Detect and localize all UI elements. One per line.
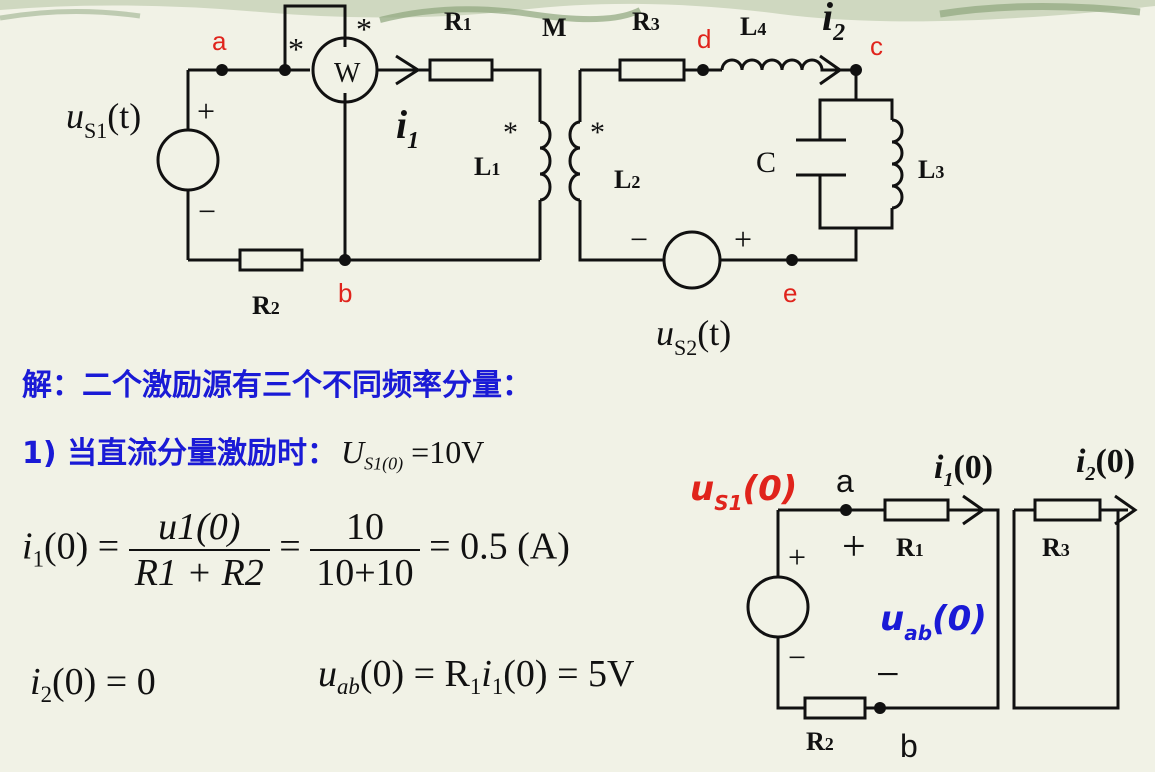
label-i2: i2 xyxy=(822,0,845,46)
dc-resistor-R2 xyxy=(803,696,867,720)
solution-intro: 解：二个激励源有三个不同频率分量： xyxy=(22,368,532,403)
dc-uab-plus: + xyxy=(842,524,866,570)
current-arrow-i1 xyxy=(395,54,421,86)
label-L3: L3 xyxy=(918,155,944,184)
dc-resistor-R3 xyxy=(1033,498,1102,522)
label-M: M xyxy=(542,13,567,42)
dc-label-R1: R1 xyxy=(896,533,924,562)
wattmeter-label: W xyxy=(334,58,361,89)
star-mark-L1: * xyxy=(503,116,518,149)
step1-label: 1) 当直流分量激励时： xyxy=(22,436,338,471)
voltage-source-us2 xyxy=(662,230,722,290)
wire-right-top xyxy=(708,68,894,230)
inductor-L3 xyxy=(891,118,904,210)
label-R2: R2 xyxy=(252,291,280,320)
label-L2: L2 xyxy=(614,165,640,194)
dc-source-plus: + xyxy=(788,539,806,575)
dc-node-a xyxy=(840,504,852,516)
dc-label-i2: i2(0) xyxy=(1076,443,1135,485)
us1-minus: − xyxy=(198,193,216,229)
node-label-e: e xyxy=(783,278,797,308)
dc-arrow-i2 xyxy=(1114,494,1138,526)
dc-source-us1 xyxy=(746,575,810,639)
dc-label-us1: uS1(0) xyxy=(690,469,797,515)
star-mark-current: * xyxy=(288,31,304,67)
resistor-R1 xyxy=(428,58,494,82)
wire-to-R1 xyxy=(378,68,542,260)
label-i1: i1 xyxy=(396,102,419,154)
dc-label-i1: i1(0) xyxy=(934,449,993,491)
node-label-d: d xyxy=(697,24,711,54)
resistor-R2 xyxy=(238,248,304,272)
node-dot-c xyxy=(850,64,862,76)
label-R3: R3 xyxy=(632,7,660,36)
inductor-L1 xyxy=(539,120,552,202)
inductor-L4 xyxy=(720,58,838,72)
voltage-source-us1 xyxy=(156,128,220,192)
star-mark-voltage: * xyxy=(356,11,372,47)
node-dot-d xyxy=(697,64,709,76)
dc-label-R3: R3 xyxy=(1042,533,1070,562)
dc-source-minus: − xyxy=(788,639,806,675)
fraction-numeric: 10 10+10 xyxy=(310,505,420,595)
wire-wattmeter-bypass xyxy=(283,4,347,70)
dc-label-R2: R2 xyxy=(806,727,834,756)
current-arrow-i2 xyxy=(819,54,843,86)
wattmeter xyxy=(311,36,379,104)
dc-wire-top xyxy=(778,508,1000,710)
dc-resistor-R1 xyxy=(883,498,950,522)
dc-node-b xyxy=(874,702,886,714)
step1-line: 1) 当直流分量激励时： US1(0) =10V xyxy=(22,428,484,474)
fraction-symbolic: u1(0) R1 + R2 xyxy=(128,505,270,595)
inductor-L2 xyxy=(568,120,581,202)
wire-right-bottom xyxy=(720,228,858,262)
label-L4: L4 xyxy=(740,12,766,41)
i1-equation: i1(0) = u1(0) R1 + R2 = 10 10+10 = 0.5 (… xyxy=(22,505,570,595)
i2-equation: i2(0) = 0 xyxy=(30,661,156,707)
dc-label-uab: uab(0) xyxy=(880,599,987,645)
star-mark-L2: * xyxy=(590,116,605,149)
us2-minus: − xyxy=(630,221,648,257)
node-label-b: b xyxy=(338,278,352,308)
us2-plus: + xyxy=(734,221,752,257)
dc-node-label-b: b xyxy=(900,728,918,764)
node-dot-e xyxy=(786,254,798,266)
dc-right-loop xyxy=(1012,508,1128,710)
wire-right-left xyxy=(578,68,708,262)
label-L1: L1 xyxy=(474,152,500,181)
label-us2: uS2(t) xyxy=(656,313,731,360)
uab-equation: uab(0) = R1i1(0) = 5V xyxy=(318,653,635,699)
resistor-R3 xyxy=(618,58,686,82)
node-dot-b xyxy=(339,254,351,266)
node-label-a: a xyxy=(212,26,227,56)
dc-node-label-a: a xyxy=(836,463,854,499)
node-dot-a xyxy=(216,64,228,76)
us1-plus: + xyxy=(197,93,215,129)
label-R1: R1 xyxy=(444,7,472,36)
label-us1: uS1(t) xyxy=(66,96,141,143)
node-dot-a2 xyxy=(279,64,291,76)
decorative-banner xyxy=(0,0,1155,23)
label-C: C xyxy=(756,146,776,179)
dc-arrow-i1 xyxy=(962,494,986,526)
node-label-c: c xyxy=(870,31,883,61)
dc-uab-minus: − xyxy=(876,652,900,698)
us10-expression: US1(0) =10V xyxy=(341,434,485,474)
